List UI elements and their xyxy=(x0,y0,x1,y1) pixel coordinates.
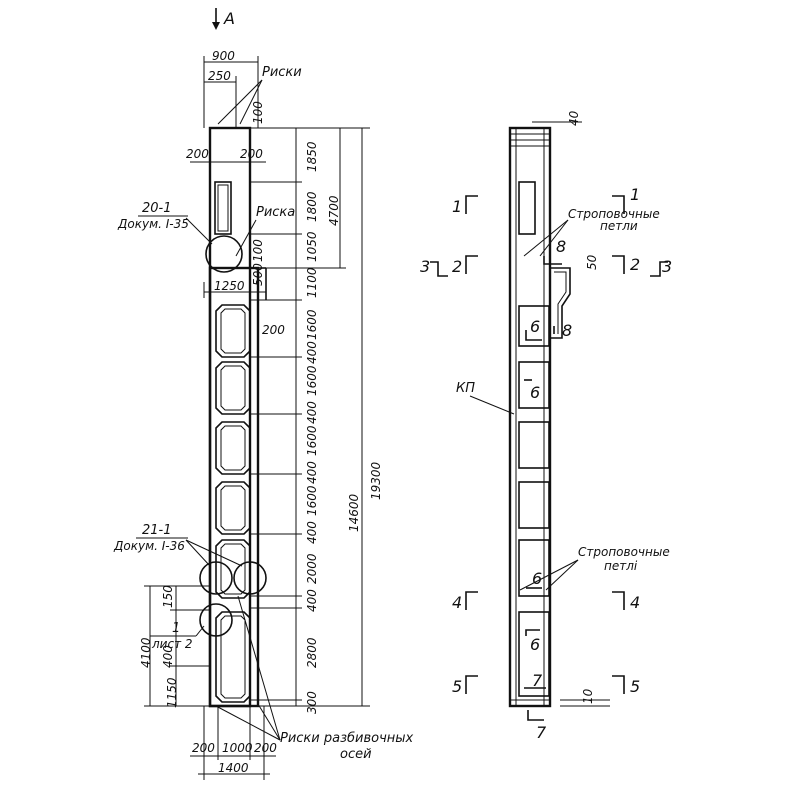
section-2-right: 2 xyxy=(630,255,640,274)
section-6-b: 6 xyxy=(530,383,540,402)
view-marker-label: A xyxy=(223,9,235,28)
dim-top-250: 250 xyxy=(208,69,231,83)
dim-bottom-200-left: 200 xyxy=(192,741,215,755)
dim-top-100: 100 xyxy=(251,101,265,124)
dim-small-100: 100 xyxy=(251,239,265,262)
callout-circle-21-1-left xyxy=(199,561,233,595)
section-5-left: 5 xyxy=(452,677,462,696)
dim-400-c: 400 xyxy=(305,461,319,484)
section-marks: 1 1 2 2 3 3 4 4 5 5 6 6 6 xyxy=(420,185,672,742)
callout-1-sheet: лист 2 xyxy=(151,637,193,651)
dim-400-b: 400 xyxy=(305,401,319,424)
callout-circle-1 xyxy=(199,603,233,637)
dim-14600: 14600 xyxy=(347,493,361,532)
dim-bottom-1000: 1000 xyxy=(222,741,253,755)
label-lifting-loops-b2: петлі xyxy=(604,559,638,573)
callout-21-1-label: 21-1 xyxy=(142,523,172,538)
dim-400-a: 400 xyxy=(305,341,319,364)
section-2-left: 2 xyxy=(452,257,462,276)
dim-19300: 19300 xyxy=(369,461,383,500)
dim-100-a: 150 xyxy=(161,585,175,608)
section-4-right: 4 xyxy=(630,593,640,612)
section-6-d: 6 xyxy=(530,635,540,654)
callout-circle-20-1 xyxy=(205,235,243,273)
section-3-right: 3 xyxy=(662,257,672,276)
dim-bottom-200-right: 200 xyxy=(254,741,277,755)
dim-1600-a: 1600 xyxy=(305,309,319,340)
dim-1150: 1150 xyxy=(165,677,179,708)
dim-small-500: 500 xyxy=(251,263,265,286)
section-8-bottom: 8 xyxy=(562,321,572,340)
upper-opening xyxy=(214,181,232,235)
section-1-left: 1 xyxy=(452,197,462,216)
column-openings xyxy=(215,304,251,703)
view-marker-a: A xyxy=(212,8,235,30)
column-lower-outline xyxy=(208,266,260,708)
dim-2000: 2000 xyxy=(305,553,319,584)
section-6-a: 6 xyxy=(530,317,540,336)
dim-100-b: 400 xyxy=(161,645,175,668)
section-7-top: 7 xyxy=(532,671,543,690)
label-kp: КП xyxy=(456,381,475,396)
dim-1600-c: 1600 xyxy=(305,425,319,456)
right-elevation: 40 1 1 2 2 3 3 4 4 5 5 6 6 xyxy=(420,110,672,742)
dim-200-right: 200 xyxy=(240,147,263,161)
dim-1250: 1250 xyxy=(214,279,245,293)
right-dimension-chain: 1850 1800 1050 1100 1600 400 1600 400 16… xyxy=(305,141,383,714)
callout-20-1-label: 20-1 xyxy=(142,201,172,216)
section-4-left: 4 xyxy=(452,593,462,612)
dim-200-notch: 200 xyxy=(262,323,285,337)
label-lifting-loops: Строповочные xyxy=(568,207,660,221)
label-lifting-loops-2: петли xyxy=(600,219,638,233)
dim-right-50: 50 xyxy=(585,254,599,270)
dim-2800: 2800 xyxy=(305,637,319,668)
callout-21-1-doc: Докум. I-36 xyxy=(113,539,185,553)
label-riski-axes-2: осей xyxy=(340,747,372,762)
dim-1100: 1100 xyxy=(305,267,319,298)
dim-400-d: 400 xyxy=(305,521,319,544)
label-riska: Риска xyxy=(256,205,295,220)
label-riski: Риски xyxy=(262,65,302,80)
dim-4100: 4100 xyxy=(139,637,153,668)
dim-1600-b: 1600 xyxy=(305,365,319,396)
dim-300: 300 xyxy=(305,691,319,714)
callout-circle-21-1-right xyxy=(233,561,267,595)
dim-1600-d: 1600 xyxy=(305,485,319,516)
dim-1850: 1850 xyxy=(305,141,319,172)
dim-400-e: 400 xyxy=(305,589,319,612)
left-elevation: 900 250 100 Риски 200 200 20-1 Докум. I-… xyxy=(113,49,414,780)
right-column-outline xyxy=(508,126,552,708)
section-6-c: 6 xyxy=(532,569,542,588)
label-riski-axes: Риски разбивочных xyxy=(280,731,414,746)
dim-200-left: 200 xyxy=(186,147,209,161)
dim-1050: 1050 xyxy=(305,231,319,262)
dim-bottom-1400: 1400 xyxy=(218,761,249,775)
section-8-top: 8 xyxy=(556,237,566,256)
dim-top-900: 900 xyxy=(212,49,235,63)
section-7-bottom: 7 xyxy=(536,723,547,742)
section-1-right: 1 xyxy=(630,185,640,204)
label-lifting-loops-b: Строповочные xyxy=(578,545,670,559)
section-5-right: 5 xyxy=(630,677,640,696)
callout-20-1-doc: Докум. I-35 xyxy=(117,217,189,231)
dim-right-40: 40 xyxy=(567,110,581,126)
dim-1800: 1800 xyxy=(305,191,319,222)
section-3-left: 3 xyxy=(420,257,430,276)
dim-4700: 4700 xyxy=(327,195,341,226)
dim-right-10: 10 xyxy=(581,688,595,704)
